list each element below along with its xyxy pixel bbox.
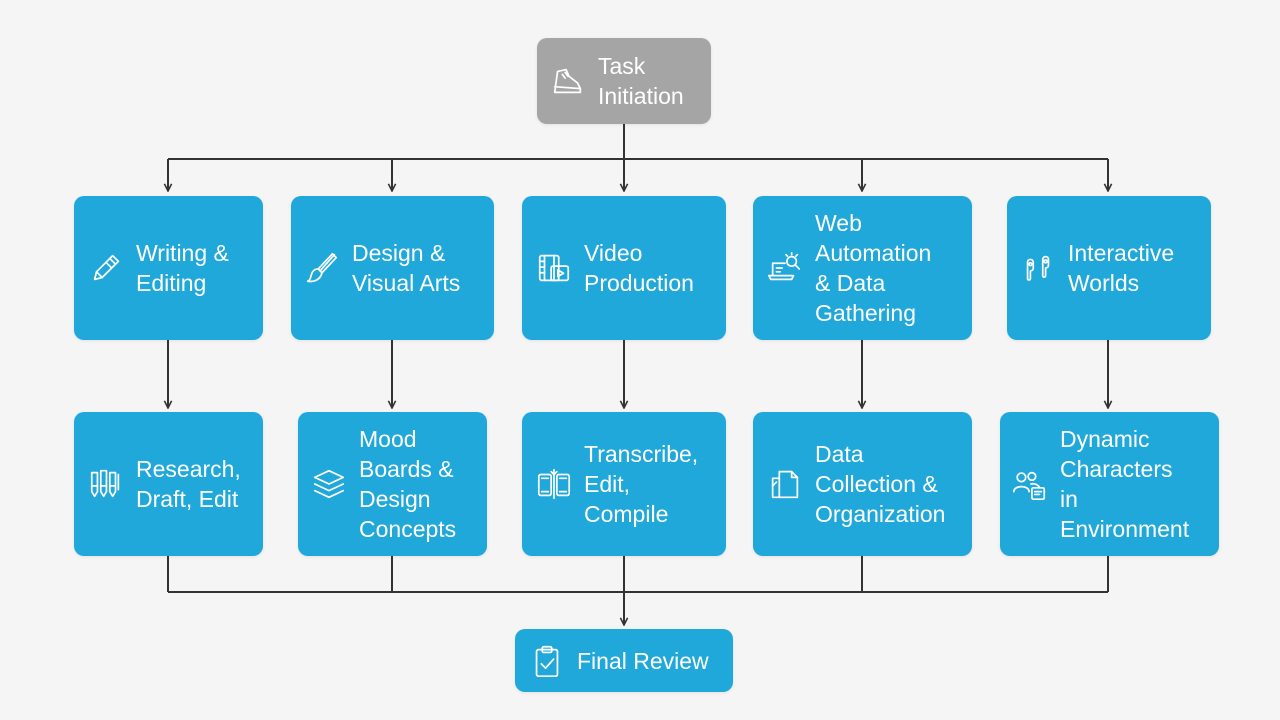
paintbrush-icon xyxy=(302,248,342,288)
node-label: Final Review xyxy=(577,647,709,674)
pencil-icon xyxy=(86,248,126,288)
node-dynamic-characters: Dynamic Characters in Environment xyxy=(1000,412,1219,556)
film-edit-icon xyxy=(534,464,574,504)
node-label: Task Initiation xyxy=(598,53,684,109)
running-shoe-icon xyxy=(548,61,588,101)
node-interactive-worlds: Interactive Worlds xyxy=(1007,196,1211,340)
node-mood-boards: Mood Boards & Design Concepts xyxy=(298,412,487,556)
pens-icon xyxy=(86,464,126,504)
node-label: Writing & Editing xyxy=(136,240,229,296)
node-final-review: Final Review xyxy=(515,629,733,692)
node-video-production: Video Production xyxy=(522,196,726,340)
node-writing-editing: Writing & Editing xyxy=(74,196,263,340)
node-label: Research, Draft, Edit xyxy=(136,456,241,512)
node-label: Transcribe, Edit, Compile xyxy=(584,441,699,527)
documents-icon xyxy=(765,464,805,504)
layers-icon xyxy=(309,464,349,504)
node-label: Data Collection & Organization xyxy=(815,441,946,527)
node-label: Interactive Worlds xyxy=(1068,240,1175,296)
node-label: Web Automation & Data Gathering xyxy=(815,210,932,326)
earbuds-icon xyxy=(1018,248,1058,288)
node-design-visual-arts: Design & Visual Arts xyxy=(291,196,494,340)
node-web-automation: Web Automation & Data Gathering xyxy=(753,196,972,340)
node-label: Video Production xyxy=(584,240,694,296)
laptop-search-icon xyxy=(765,248,805,288)
node-transcribe-edit-compile: Transcribe, Edit, Compile xyxy=(522,412,726,556)
node-research-draft-edit: Research, Draft, Edit xyxy=(74,412,263,556)
node-data-collection: Data Collection & Organization xyxy=(753,412,972,556)
clipboard-check-icon xyxy=(527,641,567,681)
node-label: Design & Visual Arts xyxy=(352,240,461,296)
node-label: Dynamic Characters in Environment xyxy=(1060,426,1190,542)
film-play-icon xyxy=(534,248,574,288)
node-label: Mood Boards & Design Concepts xyxy=(359,426,457,542)
node-task-initiation: Task Initiation xyxy=(537,38,711,124)
users-document-icon xyxy=(1010,464,1050,504)
